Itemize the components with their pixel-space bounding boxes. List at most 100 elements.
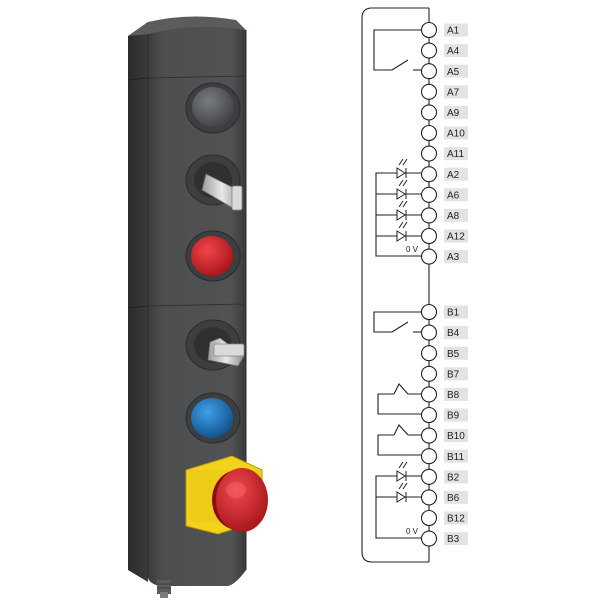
terminal-label-b7: B7 bbox=[447, 369, 460, 380]
red-pushbutton[interactable] bbox=[191, 236, 233, 276]
terminal-label-bg bbox=[444, 167, 468, 181]
terminal-label-bg bbox=[444, 449, 468, 463]
terminal-a4 bbox=[420, 42, 438, 59]
terminal-label-bg bbox=[444, 105, 468, 119]
terminal-label-b6: B6 bbox=[447, 493, 460, 504]
led-icon bbox=[396, 200, 408, 221]
terminal-a7 bbox=[420, 83, 438, 100]
housing-top-cap bbox=[128, 16, 246, 36]
control-station-device bbox=[127, 16, 268, 598]
terminal-label-b9: B9 bbox=[447, 411, 460, 422]
terminal-label-a4: A4 bbox=[447, 46, 460, 57]
housing-side-face bbox=[128, 22, 148, 582]
terminal-label-bg bbox=[444, 305, 468, 319]
terminal-a2 bbox=[420, 166, 438, 183]
terminal-label-a3: A3 bbox=[447, 252, 460, 263]
terminal-label-bg bbox=[444, 429, 468, 443]
terminal-b9 bbox=[420, 406, 438, 424]
terminal-label-a6: A6 bbox=[447, 190, 460, 201]
terminal-b11 bbox=[420, 448, 438, 465]
diagram-housing-outline bbox=[361, 7, 429, 563]
terminal-b2 bbox=[420, 468, 438, 485]
terminal-label-bg bbox=[444, 250, 468, 264]
terminal-label-bg bbox=[444, 408, 468, 422]
terminal-label-a2: A2 bbox=[447, 170, 460, 181]
terminal-label-bg bbox=[444, 44, 468, 58]
terminal-label-a5: A5 bbox=[447, 67, 460, 78]
terminal-b7 bbox=[420, 365, 438, 382]
wiring-diagram bbox=[361, 7, 430, 563]
contact-b8-b9 bbox=[377, 383, 429, 415]
terminal-label-bg bbox=[444, 470, 468, 484]
terminal-label-a1: A1 bbox=[447, 26, 460, 37]
terminal-list: A1A4A5A7A9A10A11A2A6A8A12A3B1B4B5B7B8B9B… bbox=[420, 21, 468, 547]
led-icon bbox=[396, 221, 408, 242]
contact-a1-a4-a5 bbox=[373, 29, 429, 71]
terminal-b3 bbox=[420, 530, 438, 547]
emergency-stop[interactable] bbox=[185, 455, 268, 535]
terminal-a10 bbox=[420, 124, 438, 142]
terminal-label-a12: A12 bbox=[447, 232, 465, 243]
led-group-b bbox=[375, 475, 429, 539]
terminal-label-bg bbox=[444, 85, 468, 99]
terminal-a9 bbox=[420, 104, 438, 121]
terminal-b10 bbox=[420, 427, 438, 444]
terminal-a5 bbox=[420, 63, 438, 80]
terminal-a11 bbox=[420, 145, 438, 162]
led-icon bbox=[396, 482, 408, 503]
terminal-label-bg bbox=[444, 147, 468, 161]
terminal-a6 bbox=[420, 186, 438, 203]
terminal-label-b2: B2 bbox=[447, 472, 460, 483]
terminal-label-bg bbox=[444, 64, 468, 78]
blue-pushbutton[interactable] bbox=[191, 398, 233, 438]
terminal-b1 bbox=[420, 303, 438, 321]
led-icon bbox=[396, 179, 408, 200]
terminal-label-b4: B4 bbox=[447, 328, 460, 339]
led-icon bbox=[396, 158, 408, 179]
terminal-label-bg bbox=[444, 326, 468, 340]
terminal-label-bg bbox=[444, 367, 468, 381]
terminal-a8 bbox=[420, 207, 438, 224]
terminal-b8 bbox=[420, 386, 438, 403]
terminal-label-b3: B3 bbox=[447, 534, 460, 545]
terminal-label-bg bbox=[444, 229, 468, 243]
terminal-label-bg bbox=[444, 23, 468, 37]
terminal-label-b1: B1 bbox=[447, 308, 460, 319]
module-seam bbox=[147, 303, 247, 307]
terminal-b6 bbox=[420, 489, 438, 506]
selector-switch-2[interactable] bbox=[194, 327, 245, 367]
terminal-label-b5: B5 bbox=[447, 349, 460, 360]
cable-connector bbox=[157, 580, 171, 598]
zero-volt-label-a: 0 V bbox=[406, 245, 419, 254]
terminal-a3 bbox=[420, 248, 438, 265]
terminal-label-bg bbox=[444, 490, 468, 504]
selector-switch-1[interactable] bbox=[194, 162, 243, 211]
terminal-label-a8: A8 bbox=[447, 211, 460, 222]
terminal-label-b11: B11 bbox=[447, 452, 464, 463]
terminal-label-bg bbox=[444, 208, 468, 222]
led-symbols bbox=[396, 158, 408, 503]
grey-pushbutton[interactable] bbox=[192, 87, 234, 127]
terminal-label-a9: A9 bbox=[447, 108, 460, 119]
terminal-label-bg bbox=[444, 188, 468, 202]
terminal-a12 bbox=[420, 227, 438, 245]
terminal-label-bg bbox=[444, 387, 468, 401]
contact-b1-b4 bbox=[373, 311, 429, 333]
terminal-label-a11: A11 bbox=[447, 149, 464, 160]
contact-b10-b11 bbox=[377, 424, 429, 456]
terminal-label-bg bbox=[444, 126, 468, 140]
terminal-label-b10: B10 bbox=[447, 431, 465, 442]
terminal-label-bg bbox=[444, 532, 468, 546]
module-seam bbox=[147, 75, 247, 79]
terminal-label-a10: A10 bbox=[447, 129, 465, 140]
terminal-label-bg bbox=[444, 346, 468, 360]
led-icon bbox=[396, 461, 408, 482]
terminal-label-b12: B12 bbox=[447, 514, 465, 525]
terminal-label-a7: A7 bbox=[447, 87, 460, 98]
terminal-b12 bbox=[420, 509, 438, 527]
terminal-label-b8: B8 bbox=[447, 390, 460, 401]
terminal-b5 bbox=[420, 345, 438, 362]
zero-volt-label-b: 0 V bbox=[406, 527, 419, 536]
terminal-b4 bbox=[420, 324, 438, 341]
